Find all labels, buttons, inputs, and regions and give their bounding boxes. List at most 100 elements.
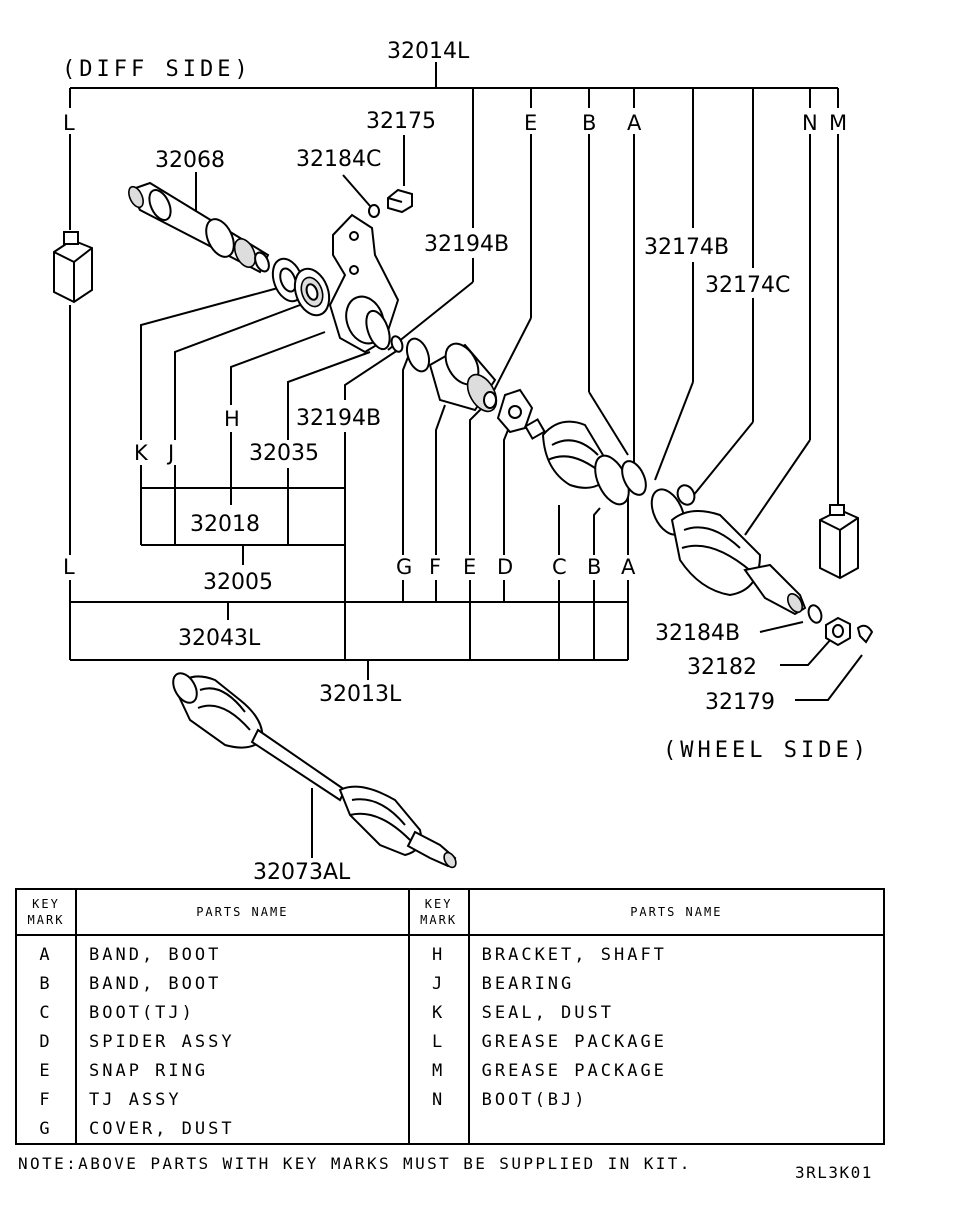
table-row: A BAND, BOOT H BRACKET, SHAFT [15,935,886,969]
key-mark-top-M: M [829,111,847,135]
part-name: BRACKET, SHAFT [467,935,886,969]
key-mark: A [15,935,77,969]
key-mark-header-line2: MARK [27,913,65,927]
label-32035: 32035 [249,441,319,466]
bolt-32175 [387,188,413,214]
table-row: C BOOT(TJ) K SEAL, DUST [15,998,886,1027]
nut-32182 [825,616,851,647]
key-mark-top-B: B [582,111,596,135]
grease-package-L [53,231,93,304]
key-mark: E [15,1056,77,1085]
key-mark-J: J [166,441,174,465]
part-name: GREASE PACKAGE [467,1056,886,1085]
label-32174C: 32174C [705,273,790,298]
label-32194B-top: 32194B [424,232,509,257]
outer-stub-shaft [743,563,807,616]
part-name: SPIDER ASSY [75,1027,410,1056]
table-row: F TJ ASSY N BOOT(BJ) [15,1085,886,1114]
bearing [293,267,331,317]
key-mark-top-N: N [802,111,818,135]
washer-32184C [368,204,380,218]
label-32014L: 32014L [387,39,470,64]
key-mark-bottom-G: G [396,555,412,579]
dust-cover [405,337,431,373]
part-name: BOOT(TJ) [75,998,410,1027]
key-mark [407,1114,470,1145]
label-32018: 32018 [190,512,260,537]
key-mark: F [15,1085,77,1114]
key-mark-bottom-A: A [621,555,636,579]
key-mark-H: H [224,407,240,431]
label-32013L: 32013L [319,682,402,707]
table-header-row: KEY MARK PARTS NAME KEY MARK PARTS NAME [15,888,886,936]
key-mark-header-line1: KEY [32,897,60,911]
key-mark: H [407,935,470,969]
part-name: BAND, BOOT [75,969,410,998]
tj-assy [428,342,498,413]
key-mark: K [407,998,470,1027]
label-32005: 32005 [203,570,273,595]
part-name [467,1114,886,1145]
leader-lines-top [69,134,839,555]
label-32174B: 32174B [644,235,729,260]
key-mark-header-line1: KEY [424,897,453,911]
part-name: COVER, DUST [75,1114,410,1145]
key-mark: N [407,1085,470,1114]
key-mark: L [407,1027,470,1056]
key-mark: G [15,1114,77,1145]
label-32043L: 32043L [178,626,261,651]
part-name: TJ ASSY [75,1085,410,1114]
parts-name-header-left: PARTS NAME [75,888,410,936]
table-row: B BAND, BOOT J BEARING [15,969,886,998]
key-mark-top-A: A [627,111,642,135]
key-mark-K: K [134,441,149,465]
parts-key-table: KEY MARK PARTS NAME KEY MARK PARTS NAME … [15,888,886,1145]
bracket-32018-32005 [140,488,346,565]
label-32068: 32068 [155,148,225,173]
table-row: G COVER, DUST [15,1114,886,1145]
leader-lines-wheel-side [311,621,863,858]
snap-ring-32194B [365,309,404,353]
inner-shaft-32068 [128,181,270,274]
key-mark-bottom-F: F [429,555,441,579]
key-mark: M [407,1056,470,1085]
parts-name-header-right: PARTS NAME [467,888,886,936]
wheel-side-label: (WHEEL SIDE) [663,738,870,763]
key-mark-bottom-E: E [463,555,476,579]
key-mark-bottom-D: D [497,555,513,579]
kit-note: NOTE:ABOVE PARTS WITH KEY MARKS MUST BE … [18,1154,692,1173]
label-32182: 32182 [687,655,757,680]
part-name: GREASE PACKAGE [467,1027,886,1056]
table-row: E SNAP RING M GREASE PACKAGE [15,1056,886,1085]
key-mark: D [15,1027,77,1056]
key-mark: C [15,998,77,1027]
cotter-pin-32179 [856,624,874,644]
part-name: SEAL, DUST [467,998,886,1027]
bracket-32014L [69,62,839,268]
label-32175: 32175 [366,109,436,134]
part-name: BOOT(BJ) [467,1085,886,1114]
label-32184B: 32184B [655,621,740,646]
key-mark-header-left: KEY MARK [15,888,77,936]
key-mark-bottom-C: C [552,555,567,579]
table-row: D SPIDER ASSY L GREASE PACKAGE [15,1027,886,1056]
label-32073AL: 32073AL [253,860,351,885]
part-name: SNAP RING [75,1056,410,1085]
spider-assy [496,388,546,440]
boot-bj [670,510,762,597]
key-mark-top-E: E [524,111,537,135]
part-name: BAND, BOOT [75,935,410,969]
key-mark-top-L: L [63,111,75,135]
washer-32184B [807,604,823,624]
key-mark-header-right: KEY MARK [407,888,470,936]
bracket-32043L-32013L [69,545,629,680]
key-mark-header-line2: MARK [420,913,458,927]
label-32179: 32179 [705,690,775,715]
grease-package-M [819,504,859,580]
label-32194B-mid: 32194B [296,406,381,431]
label-32184C: 32184C [296,147,381,172]
key-mark: B [15,969,77,998]
diff-side-label: (DIFF SIDE) [62,57,252,82]
part-name: BEARING [467,969,886,998]
